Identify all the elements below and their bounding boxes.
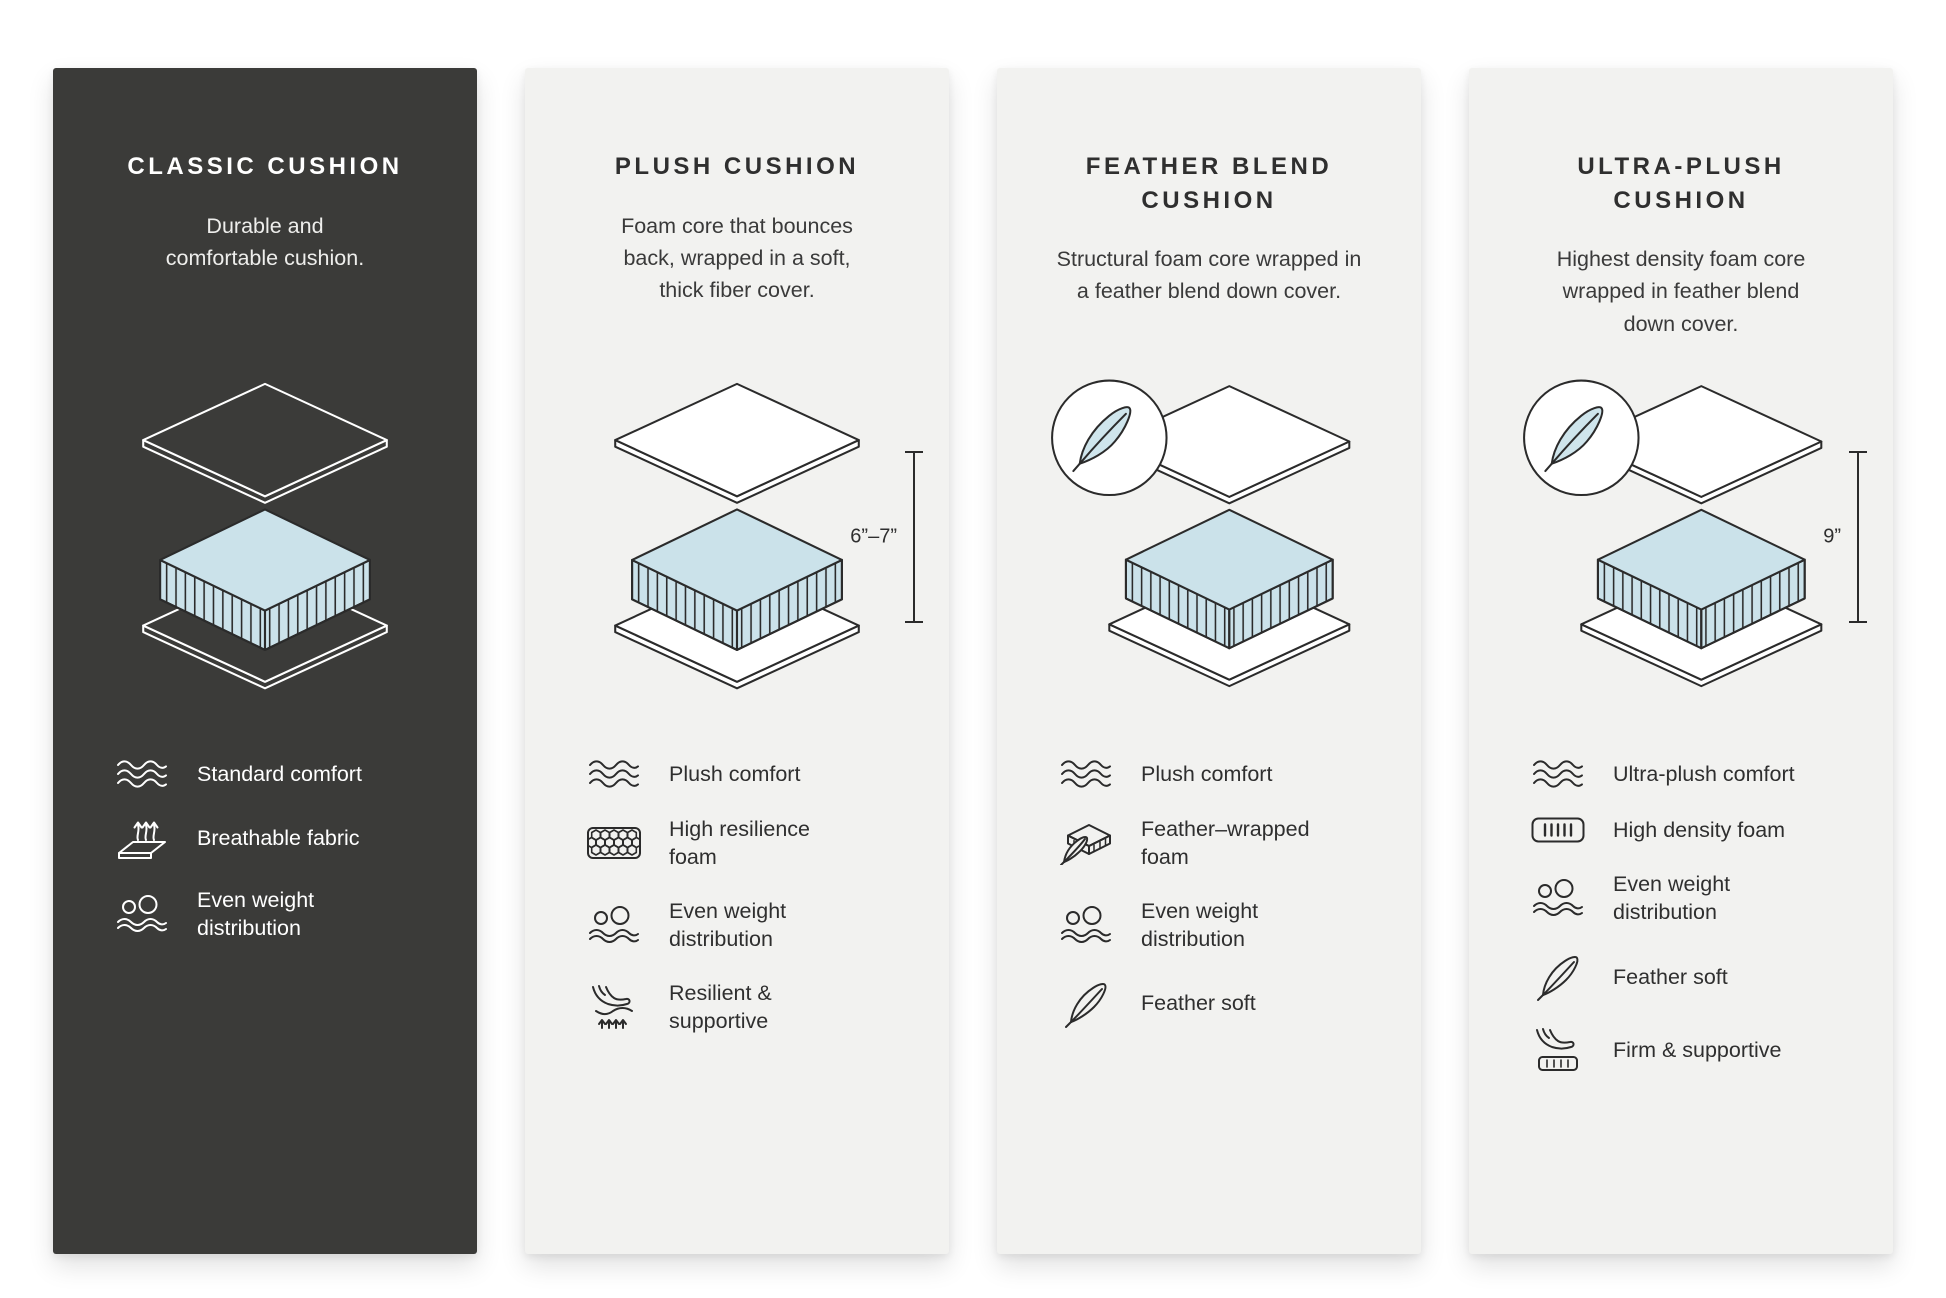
card-header: PLUSH CUSHION Foam core that bounces bac… bbox=[525, 68, 949, 362]
feature-label: Ultra-plush comfort bbox=[1613, 761, 1795, 786]
feature-label: High resilience foam bbox=[669, 817, 811, 870]
feather-circle-icon bbox=[1523, 379, 1640, 496]
feature-label: Feather soft bbox=[1613, 964, 1728, 989]
feature-label: Plush comfort bbox=[1141, 761, 1273, 786]
feature-list: Plush comfort bbox=[525, 758, 949, 1060]
card-title: ULTRA-PLUSH CUSHION bbox=[1577, 153, 1785, 214]
feather-icon bbox=[1053, 979, 1119, 1029]
waves-icon bbox=[581, 758, 647, 790]
card-header: ULTRA-PLUSH CUSHION Highest density foam… bbox=[1469, 68, 1893, 362]
measure-cap-top bbox=[1849, 451, 1867, 453]
feature-item: Even weight distribution bbox=[1525, 870, 1873, 927]
waves-icon bbox=[1053, 758, 1119, 790]
feature-item: Feather soft bbox=[1525, 952, 1873, 1002]
card-title: PLUSH CUSHION bbox=[614, 153, 860, 180]
feature-list: Ultra-plush comfort High density foam bbox=[1469, 758, 1893, 1098]
feature-label: Feather soft bbox=[1141, 991, 1256, 1016]
honeycomb-foam-icon bbox=[581, 826, 647, 860]
card-header: CLASSIC CUSHION Durable and comfortable … bbox=[53, 68, 477, 362]
card-feather-blend-cushion: FEATHER BLEND CUSHION Structural foam co… bbox=[997, 68, 1421, 1254]
card-header: FEATHER BLEND CUSHION Structural foam co… bbox=[997, 68, 1421, 362]
cushion-diagram-graphic bbox=[142, 382, 388, 689]
feature-item: High density foam bbox=[1525, 815, 1873, 845]
measure-line bbox=[913, 453, 915, 621]
feature-item: Resilient & supportive bbox=[581, 979, 929, 1036]
feature-item: High resilience foam bbox=[581, 815, 929, 872]
even-weight-icon bbox=[581, 906, 647, 944]
even-weight-icon bbox=[1053, 906, 1119, 944]
feature-item: Ultra-plush comfort bbox=[1525, 758, 1873, 790]
card-plush-cushion: PLUSH CUSHION Foam core that bounces bac… bbox=[525, 68, 949, 1254]
even-weight-icon bbox=[109, 895, 175, 933]
measure-cap-bottom bbox=[1849, 621, 1867, 623]
feature-label: Standard comfort bbox=[197, 761, 362, 786]
breathable-fabric-icon bbox=[109, 815, 175, 861]
measure-line bbox=[1857, 453, 1859, 621]
hand-press-icon bbox=[581, 984, 647, 1030]
feather-icon bbox=[1525, 952, 1591, 1002]
card-description: Highest density foam core wrapped in fea… bbox=[1556, 247, 1806, 336]
waves-icon bbox=[1525, 758, 1591, 790]
card-ultra-plush-cushion: ULTRA-PLUSH CUSHION Highest density foam… bbox=[1469, 68, 1893, 1254]
even-weight-icon bbox=[1525, 879, 1591, 917]
feature-item: Even weight distribution bbox=[581, 897, 929, 954]
cushion-layers-diagram bbox=[53, 362, 477, 712]
feather-circle-icon bbox=[1051, 379, 1168, 496]
height-label: 6”–7” bbox=[850, 525, 897, 548]
feature-item: Feather–wrapped foam bbox=[1053, 815, 1401, 872]
card-description: Durable and comfortable cushion. bbox=[165, 213, 365, 270]
hand-firm-icon bbox=[1525, 1027, 1591, 1073]
card-description: Structural foam core wrapped in a feathe… bbox=[1056, 247, 1362, 304]
feature-item: Even weight distribution bbox=[1053, 897, 1401, 954]
feature-label: Even weight distribution bbox=[1613, 872, 1731, 925]
card-title: CLASSIC CUSHION bbox=[127, 153, 403, 180]
feature-label: Even weight distribution bbox=[1141, 898, 1259, 952]
feature-label: Even weight distribution bbox=[669, 898, 787, 952]
waves-icon bbox=[109, 758, 175, 790]
feather-wrapped-foam-icon bbox=[1053, 821, 1119, 866]
feature-label: Feather–wrapped foam bbox=[1141, 817, 1310, 870]
feature-label: Plush comfort bbox=[669, 761, 801, 786]
feature-label: Breathable fabric bbox=[197, 825, 360, 850]
card-title: FEATHER BLEND CUSHION bbox=[1085, 153, 1333, 214]
feature-item: Plush comfort bbox=[1053, 758, 1401, 790]
cushion-diagram-graphic bbox=[1051, 379, 1351, 687]
cushion-layers-diagram bbox=[997, 362, 1421, 712]
height-indicator: 6”–7” bbox=[850, 451, 923, 623]
feature-list: Plush comfort Feather–wrapped foam bbox=[997, 758, 1421, 1054]
feature-label: Resilient & supportive bbox=[669, 980, 772, 1033]
card-description: Foam core that bounces back, wrapped in … bbox=[621, 213, 853, 303]
feature-list: Standard comfort Breathable fabric bbox=[53, 758, 477, 968]
density-foam-icon bbox=[1525, 815, 1591, 845]
feature-label: Even weight distribution bbox=[197, 888, 315, 941]
feature-label: Firm & supportive bbox=[1613, 1037, 1782, 1062]
feature-item: Feather soft bbox=[1053, 979, 1401, 1029]
height-indicator: 9” bbox=[1823, 451, 1867, 623]
feature-item: Firm & supportive bbox=[1525, 1027, 1873, 1073]
feature-item: Plush comfort bbox=[581, 758, 929, 790]
cushion-layers-diagram: 6”–7” bbox=[525, 362, 949, 712]
cushion-layers-diagram: 9” bbox=[1469, 362, 1893, 712]
measure-cap-bottom bbox=[905, 621, 923, 623]
measure-cap-top bbox=[905, 451, 923, 453]
height-label: 9” bbox=[1823, 525, 1841, 548]
cushion-diagram-graphic bbox=[614, 382, 860, 689]
feature-item: Standard comfort bbox=[109, 758, 457, 790]
feature-item: Breathable fabric bbox=[109, 815, 457, 861]
feature-item: Even weight distribution bbox=[109, 886, 457, 943]
cushion-diagram-graphic bbox=[1523, 379, 1823, 687]
card-classic-cushion: CLASSIC CUSHION Durable and comfortable … bbox=[53, 68, 477, 1254]
feature-label: High density foam bbox=[1613, 817, 1786, 842]
